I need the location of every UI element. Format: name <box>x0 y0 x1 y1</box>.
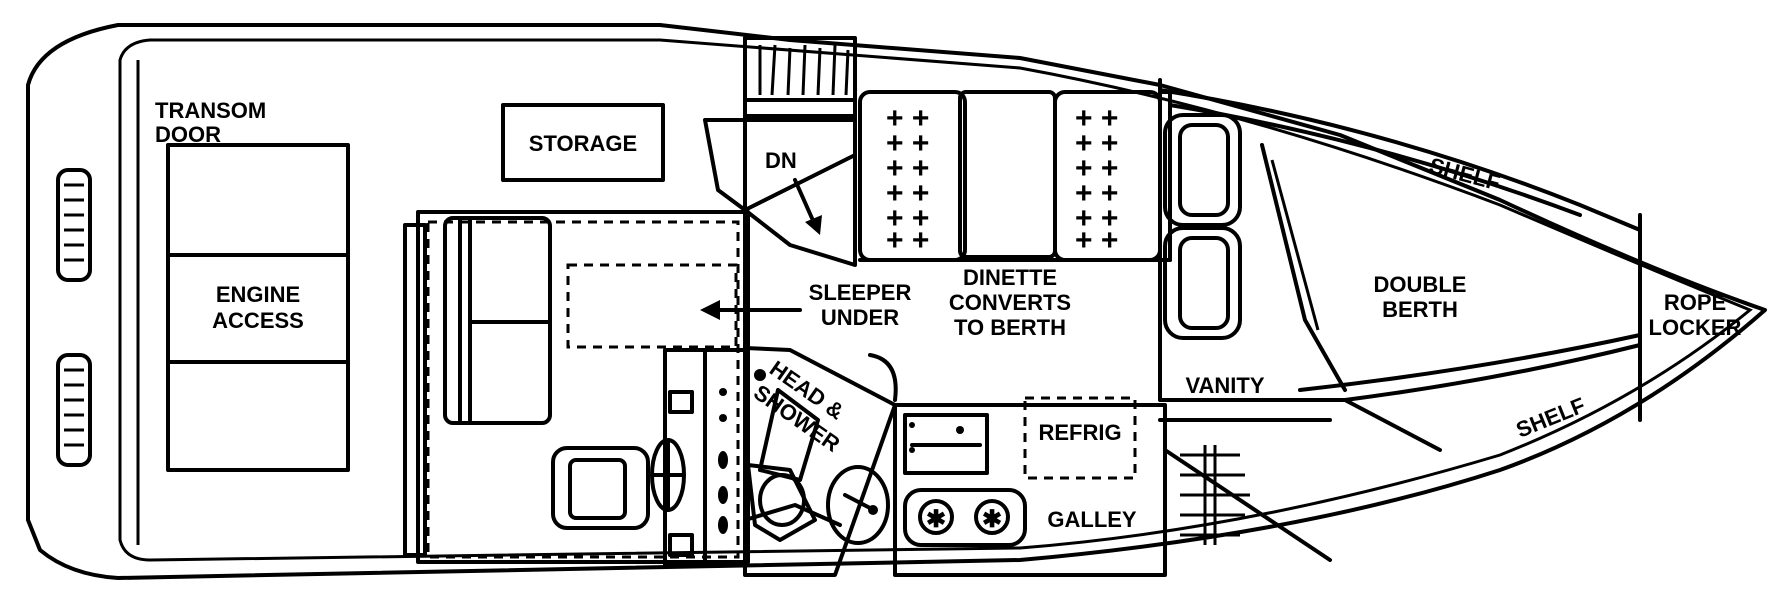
transom-door-label: TRANSOM <box>155 98 266 123</box>
burner-mark: ✱ <box>982 506 1002 533</box>
dinette-label: CONVERTS <box>949 290 1071 315</box>
rope-locker-label: LOCKER <box>1649 315 1742 340</box>
vanity-label: VANITY <box>1185 373 1264 398</box>
toilet-icon <box>746 463 817 542</box>
cushion-mark: + + <box>1075 102 1118 135</box>
down-arrow <box>793 178 822 235</box>
helm-seat <box>551 446 650 530</box>
cushion-mark: + + <box>1075 127 1118 160</box>
head-door-swing <box>868 353 898 402</box>
dinette-cushion-pattern: + + + + + + + + + + + + + + + + + + + + … <box>886 102 1118 257</box>
engine-access-label: ENGINE <box>216 282 300 307</box>
cushion-mark: + + <box>886 127 929 160</box>
sink-icon <box>826 465 890 545</box>
dn-label: DN <box>765 148 797 173</box>
shelf-upper-label: SHELF <box>1427 153 1503 196</box>
v-berth <box>1158 78 1642 452</box>
sleeper-under-label: UNDER <box>821 305 899 330</box>
dinette-label: DINETTE <box>963 265 1057 290</box>
cushion-mark: + + <box>886 202 929 235</box>
transom-vent-upper <box>56 168 92 282</box>
engine-access-label: ACCESS <box>212 308 304 333</box>
cushion-mark: + + <box>1075 152 1118 185</box>
refrig-label: REFRIG <box>1038 420 1121 445</box>
galley-counter <box>1158 418 1332 562</box>
steering-wheel-icon <box>650 438 686 512</box>
transom-door-label: DOOR <box>155 122 221 147</box>
cushion-mark: + + <box>886 152 929 185</box>
sleeper-arrow <box>700 300 802 320</box>
stove-icon: ✱ ✱ <box>903 488 1027 547</box>
settee <box>403 210 750 564</box>
storage-box <box>501 103 665 182</box>
rope-locker-label: ROPE <box>1664 290 1726 315</box>
cushion-mark: + + <box>1075 224 1118 257</box>
engine-access-hatch <box>166 143 350 472</box>
helm-console <box>663 348 747 567</box>
head-compartment <box>743 346 897 577</box>
cushion-mark: + + <box>1075 177 1118 210</box>
double-berth-label: BERTH <box>1382 297 1458 322</box>
double-berth-label: DOUBLE <box>1374 272 1467 297</box>
cushion-mark: + + <box>1075 202 1118 235</box>
companionway-steps <box>703 118 857 267</box>
hull <box>26 23 1767 580</box>
cushion-mark: + + <box>886 102 929 135</box>
galley <box>893 396 1167 577</box>
head-marker <box>754 369 766 381</box>
burner-mark: ✱ <box>926 506 946 533</box>
galley-label: GALLEY <box>1047 507 1137 532</box>
cushion-mark: + + <box>886 224 929 257</box>
transom-vent-lower <box>56 353 92 467</box>
cushion-mark: + + <box>886 177 929 210</box>
storage-label: STORAGE <box>529 131 637 156</box>
dinette-label: TO BERTH <box>954 315 1066 340</box>
berth-pillows <box>1163 113 1242 340</box>
sleeper-under-label: SLEEPER <box>809 280 912 305</box>
